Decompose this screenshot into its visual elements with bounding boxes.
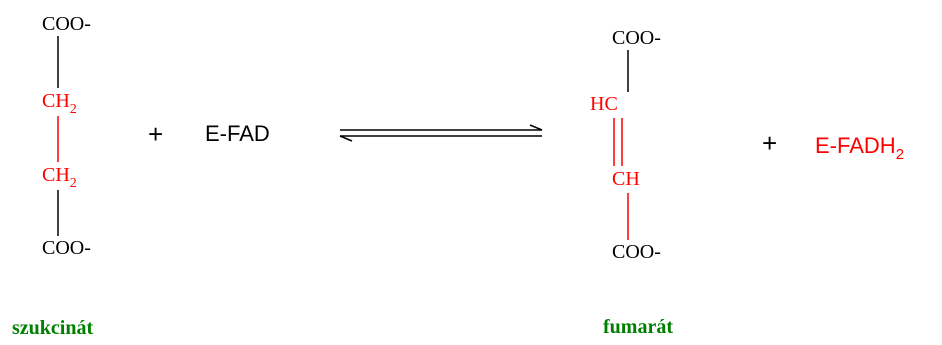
fumarate-hc: HC: [590, 93, 618, 115]
plus-sign-2: +: [762, 128, 777, 158]
reverse-arrow-head: [339, 135, 353, 142]
cofactor-efadh2: E-FADH2: [815, 133, 904, 163]
succinate-ch2-lower: CH2: [42, 164, 77, 191]
succinate-bottom-carboxylate: COO-: [42, 237, 91, 259]
fumarate-ch: CH: [612, 168, 640, 190]
cofactor-efad: E-FAD: [205, 121, 270, 146]
succinate-top-carboxylate: COO-: [42, 13, 91, 35]
fumarate-name: fumarát: [603, 316, 673, 338]
equilibrium-arrow: [339, 124, 543, 142]
plus-sign-1: +: [148, 119, 163, 149]
fumarate-bottom-carboxylate: COO-: [612, 241, 661, 263]
succinate-name: szukcinát: [12, 317, 93, 339]
succinate-ch2-upper: CH2: [42, 90, 77, 117]
succinate-structure: COO- CH2 CH2 COO- szukcinát: [12, 13, 93, 339]
forward-arrow-head: [529, 124, 543, 131]
fumarate-structure: COO- HC CH COO- fumarát: [590, 27, 673, 338]
fumarate-top-carboxylate: COO-: [612, 27, 661, 49]
